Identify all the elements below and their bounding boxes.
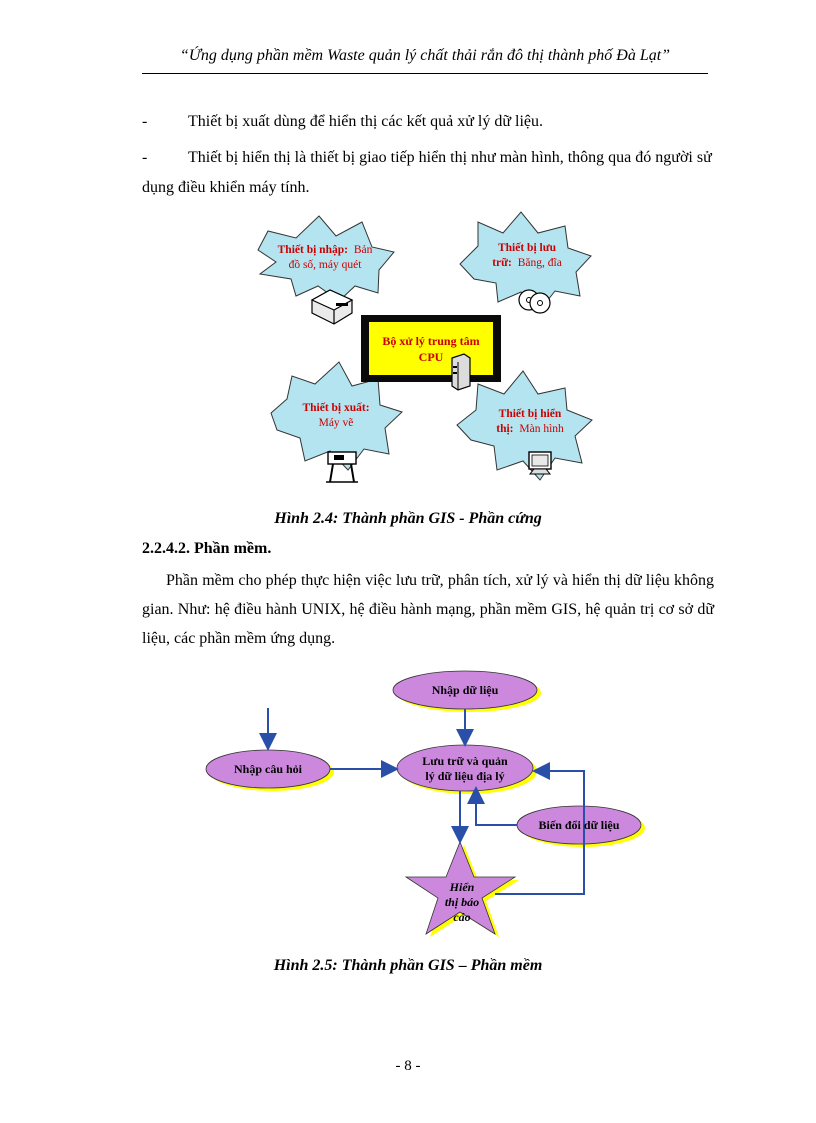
plotter-icon (326, 451, 358, 483)
display-device-star (456, 370, 593, 481)
bullet-dash: - (142, 149, 148, 166)
cpu-label-line1: Bộ xử lý trung tâm (382, 334, 479, 348)
output-label-line2: Máy vẽ (319, 417, 354, 429)
cpu-label-line2: CPU (419, 350, 444, 364)
storage-label-line1: Thiết bị lưu (498, 241, 557, 254)
scanner-icon (310, 289, 354, 325)
report-label-line3: cáo (453, 910, 470, 924)
transform-label: Biến đổi dữ liệu (539, 818, 620, 832)
input-device-star (257, 215, 395, 302)
disc-icon (518, 289, 551, 314)
bullet-dash: - (142, 113, 148, 130)
hardware-diagram: Thiết bị nhập: Bản đồ số, máy quét Thiết… (257, 211, 593, 483)
store-label-line2: lý dữ liệu địa lý (425, 769, 504, 783)
bullet-item: - Thiết bị hiển thị là thiết bị giao tiế… (142, 143, 714, 203)
software-flowchart: Nhập dữ liệu Nhập câu hỏi Lưu trữ và quả… (205, 670, 645, 937)
page-number: - 8 - (395, 1058, 421, 1074)
storage-device-star (459, 211, 592, 311)
monitor-icon (528, 451, 552, 475)
svg-text:Thiết bị nhập: Bản: Thiết bị nhập: Bản (278, 243, 373, 256)
running-header: “Ứng dụng phần mềm Waste quản lý chất th… (179, 47, 671, 64)
storage-label-bold: trữ: (492, 257, 512, 269)
figure-caption: Hình 2.5: Thành phần GIS – Phần mềm (273, 957, 543, 974)
input-label-bold: Thiết bị nhập: (278, 243, 348, 256)
query-label: Nhập câu hỏi (234, 762, 303, 776)
section-heading: 2.2.4.2. Phần mềm. (142, 540, 272, 557)
input-data-label: Nhập dữ liệu (432, 683, 499, 697)
display-label-rest: Màn hình (519, 423, 564, 435)
input-label-rest: Bản (354, 244, 373, 256)
input-label-line2: đồ số, máy quét (289, 258, 363, 271)
display-label-bold: thị: (496, 423, 513, 435)
cpu-box-inner (369, 322, 493, 375)
output-label-line1: Thiết bị xuất: (302, 401, 369, 414)
storage-label-rest: Băng, đĩa (518, 257, 562, 269)
figure-caption: Hình 2.4: Thành phần GIS - Phần cứng (274, 510, 542, 527)
bullet-text: Thiết bị hiển thị là thiết bị giao tiếp … (142, 149, 712, 196)
store-label-line1: Lưu trữ và quản (422, 754, 508, 768)
report-star-node (404, 840, 517, 935)
output-device-star (270, 361, 403, 471)
bullet-text: Thiết bị xuất dùng để hiển thị các kết q… (188, 113, 544, 130)
svg-text:trữ: Băng, đĩa: trữ: Băng, đĩa (492, 257, 562, 269)
store-manage-node (396, 744, 534, 792)
report-label-line2: thị báo (445, 895, 479, 909)
header-rule (142, 73, 708, 74)
bullet-item: - Thiết bị xuất dùng để hiển thị các kết… (142, 107, 714, 137)
section-paragraph: Phần mềm cho phép thực hiện việc lưu trữ… (142, 572, 714, 647)
report-label-line1: Hiển (449, 880, 475, 894)
computer-tower-icon (451, 353, 471, 391)
display-label-line1: Thiết bị hiển (499, 407, 562, 420)
svg-text:thị: Màn hình: thị: Màn hình (496, 423, 564, 435)
